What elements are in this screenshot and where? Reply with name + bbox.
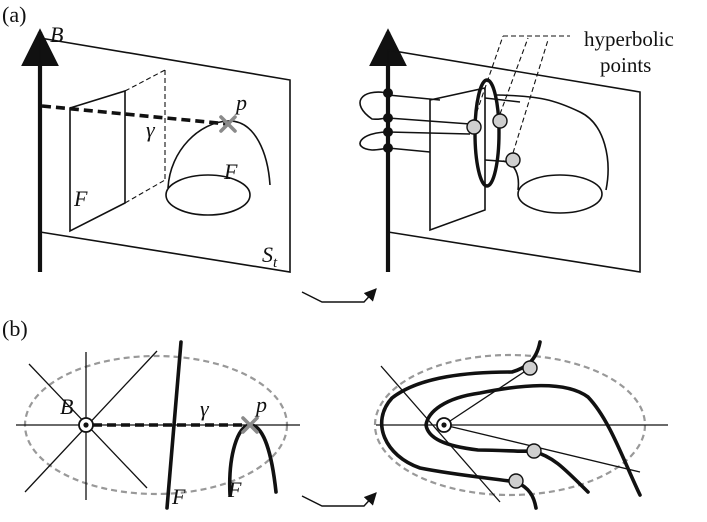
radial-line-b-right-1 [443, 367, 531, 426]
radial-line-b-right-up [380, 365, 501, 503]
fiber-label-b-1: F [171, 484, 186, 509]
annotation-points: points [600, 53, 651, 77]
panel-a-right: hyperbolic points [359, 27, 674, 273]
flap-sheet [429, 87, 486, 232]
panel-b-tag: (b) [2, 316, 28, 341]
dome-surface [167, 120, 271, 189]
gamma-label-a: γ [146, 117, 156, 142]
tube-base [517, 174, 603, 214]
fiber-label-F-right: F [223, 159, 238, 184]
annotation-leaders [473, 35, 570, 154]
fiber-label-b-2: F [227, 477, 242, 502]
tube-upper [496, 94, 609, 191]
binding-point-B-inner [83, 422, 89, 428]
loop-top [359, 91, 389, 121]
binding-point-2 [383, 113, 393, 123]
page-label-St: St [262, 242, 278, 271]
hyperbolic-point-1 [466, 119, 482, 135]
binding-label-a-left: B [50, 22, 63, 47]
fiber-sheet-back-bottom [124, 179, 166, 204]
panel-a-tag: (a) [2, 2, 26, 27]
point-p-marker-b [241, 416, 259, 434]
panel-b-left: (b) B p γ F F [2, 316, 300, 510]
point-p-label-b: p [254, 392, 267, 417]
transition-arrow-b [301, 492, 377, 507]
binding-point-1 [383, 88, 393, 98]
panel-b-right [373, 340, 668, 510]
binding-point-b-right-inner [441, 422, 447, 428]
radial-line-b-right-2 [443, 424, 641, 473]
fiber-sheet-back-top [124, 69, 166, 92]
arc-gamma-a [41, 104, 229, 126]
gamma-label-b: γ [200, 396, 210, 421]
point-p-marker-a [219, 115, 237, 133]
fiber-strand-1 [387, 94, 441, 101]
hyperbolic-point-3 [505, 152, 521, 168]
annotation-hyperbolic: hyperbolic [584, 27, 674, 51]
hyperbolic-point-b-2 [526, 443, 542, 459]
fiber-label-F-left: F [73, 186, 88, 211]
hyperbolic-point-b-3 [508, 473, 524, 489]
page-plane-a-right [387, 49, 641, 273]
page-plane-a-left [39, 37, 291, 273]
dome-base [165, 174, 251, 216]
fiber-strand-2 [387, 117, 471, 125]
fiber-strand-5 [484, 97, 521, 103]
panel-a-left: (a) B p γ F F St [2, 2, 291, 273]
binding-point-4 [383, 143, 393, 153]
fiber-F-straight [165, 340, 183, 510]
curve-inner [424, 383, 642, 497]
transition-arrow-a [301, 288, 377, 303]
hyperbolic-point-b-1 [522, 360, 538, 376]
binding-label-b-left: B [60, 394, 73, 419]
fiber-strand-3 [387, 131, 471, 135]
hyperbolic-point-2 [492, 113, 508, 129]
point-p-label-a: p [234, 90, 247, 115]
binding-point-3 [383, 127, 393, 137]
fiber-strand-4 [387, 147, 431, 153]
